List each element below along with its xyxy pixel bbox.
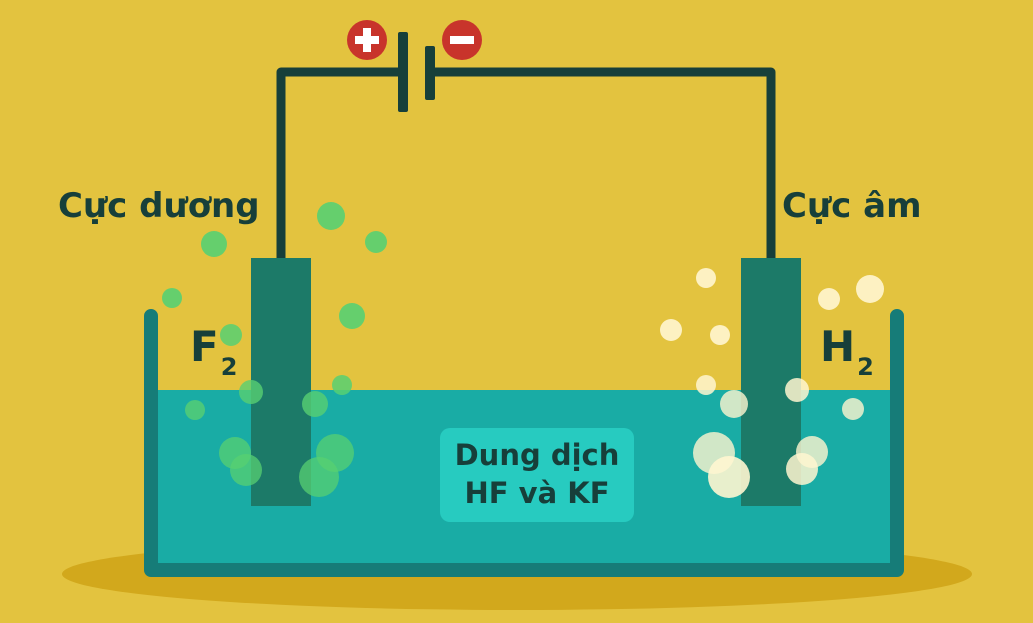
bubble	[785, 378, 809, 402]
bubble	[317, 202, 345, 230]
hydrogen-bubbles	[660, 268, 884, 498]
bubble	[710, 325, 730, 345]
solution-label-box: Dung dịch HF và KF	[440, 428, 634, 522]
battery-positive-plate	[398, 32, 408, 112]
bubble	[230, 454, 262, 486]
hydrogen-gas-label: H2	[820, 322, 874, 381]
bubble	[720, 390, 748, 418]
wire-right	[432, 67, 776, 258]
bubble	[299, 457, 339, 497]
gas-subscript: 2	[220, 353, 238, 381]
bubble	[786, 453, 818, 485]
fluorine-gas-label: F2	[190, 322, 237, 381]
bubble	[162, 288, 182, 308]
bubble	[842, 398, 864, 420]
solution-label-line2: HF và KF	[464, 476, 610, 510]
bubble	[660, 319, 682, 341]
plus-circle-icon	[347, 20, 387, 60]
bubble	[332, 375, 352, 395]
gas-symbol: F	[190, 322, 219, 371]
bubble	[818, 288, 840, 310]
container	[144, 309, 904, 577]
gas-subscript: 2	[857, 353, 874, 381]
cathode-label: Cực âm	[782, 186, 922, 226]
bubble	[696, 268, 716, 288]
bubble	[201, 231, 227, 257]
bubble	[339, 303, 365, 329]
wire-left	[276, 67, 403, 258]
battery-negative-plate	[425, 46, 435, 100]
gas-symbol: H	[820, 322, 856, 371]
fluorine-bubbles	[162, 202, 387, 497]
bubble	[856, 275, 884, 303]
bubble	[696, 375, 716, 395]
bubble	[185, 400, 205, 420]
solution-label-line1: Dung dịch	[454, 438, 620, 472]
bubble	[302, 391, 328, 417]
bubble	[708, 456, 750, 498]
bubble	[365, 231, 387, 253]
bubble	[220, 324, 242, 346]
anode-label: Cực dương	[58, 186, 260, 226]
minus-circle-icon	[442, 20, 482, 60]
bubble	[239, 380, 263, 404]
